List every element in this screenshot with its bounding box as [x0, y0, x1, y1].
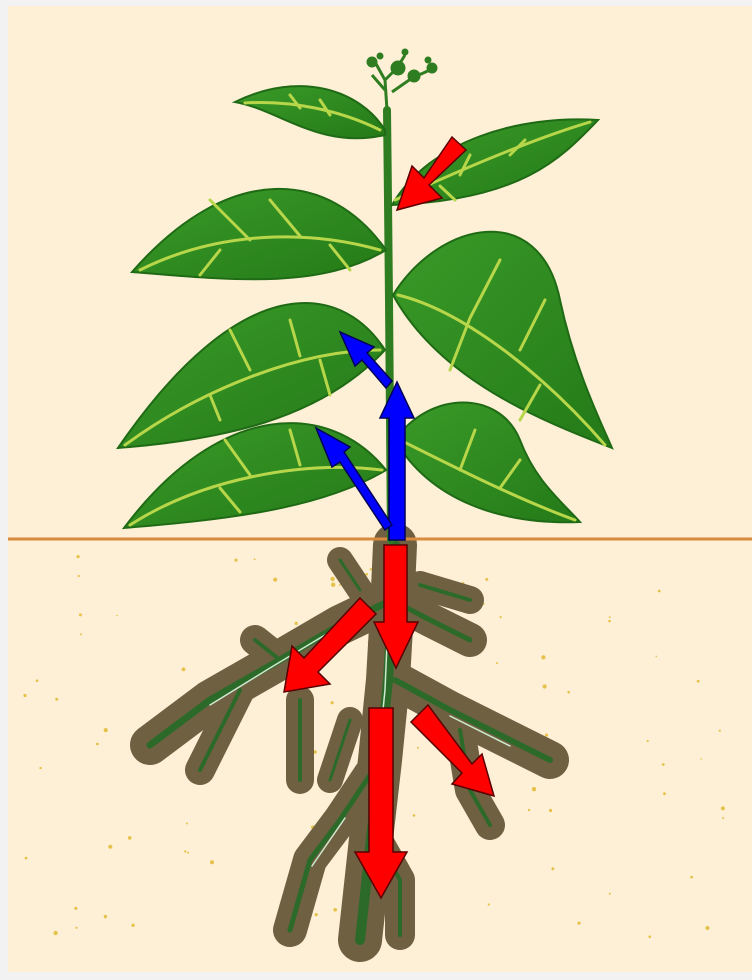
soil-speck	[609, 616, 611, 618]
soil-speck	[608, 620, 611, 623]
soil-speck	[700, 758, 702, 760]
soil-speck	[500, 616, 502, 618]
soil-speck	[53, 931, 57, 935]
soil-speck	[315, 913, 318, 916]
soil-speck	[721, 806, 725, 810]
soil-speck	[39, 767, 41, 769]
soil-speck	[722, 817, 724, 819]
soil-speck	[690, 876, 693, 879]
soil-speck	[551, 867, 554, 870]
soil-speck	[609, 893, 611, 895]
soil-speck	[719, 730, 721, 732]
soil-speck	[339, 584, 341, 586]
soil-speck	[182, 668, 186, 672]
soil-speck	[234, 559, 237, 562]
soil-speck	[331, 701, 334, 704]
soil-speck	[80, 633, 82, 635]
soil-speck	[567, 691, 570, 694]
soil-speck	[55, 698, 58, 701]
soil-speck	[488, 903, 490, 905]
soil-speck	[549, 809, 552, 812]
soil-speck	[370, 568, 372, 570]
soil-speck	[254, 558, 256, 560]
soil-speck	[697, 680, 700, 683]
soil-speck	[417, 747, 419, 749]
soil-speck	[413, 814, 416, 817]
soil-speck	[647, 740, 649, 742]
soil-speck	[330, 577, 334, 581]
soil-speck	[78, 575, 80, 577]
soil-speck	[365, 573, 368, 576]
soil-speck	[187, 852, 189, 854]
soil-speck	[528, 809, 530, 811]
soil-speck	[485, 578, 488, 581]
soil-speck	[104, 728, 108, 732]
soil-speck	[331, 583, 335, 587]
soil-speck	[96, 743, 99, 746]
soil-speck	[656, 656, 658, 658]
soil-speck	[543, 684, 547, 688]
soil-speck	[273, 578, 277, 582]
soil-speck	[210, 860, 214, 864]
soil-speck	[75, 927, 77, 929]
soil-speck	[79, 613, 82, 616]
soil-speck	[333, 908, 337, 912]
soil-speck	[128, 836, 132, 840]
soil-speck	[131, 924, 134, 927]
soil-speck	[186, 823, 188, 825]
soil-speck	[496, 662, 498, 664]
soil-speck	[658, 590, 661, 593]
soil-speck	[663, 792, 666, 795]
soil-speck	[295, 622, 298, 625]
soil-speck	[662, 763, 665, 766]
soil-speck	[545, 734, 548, 737]
soil-speck	[36, 679, 39, 682]
soil-speck	[184, 850, 186, 852]
soil-speck	[104, 915, 107, 918]
soil-speck	[25, 857, 28, 860]
soil-speck	[23, 694, 26, 697]
soil-speck	[706, 926, 710, 930]
soil-speck	[116, 615, 118, 617]
soil-speck	[577, 922, 580, 925]
soil-speck	[74, 907, 77, 910]
soil-speck	[77, 555, 80, 558]
soil-speck	[648, 935, 651, 938]
soil-speck	[541, 655, 545, 659]
soil-speck	[108, 845, 112, 849]
soil-speck	[532, 787, 536, 791]
